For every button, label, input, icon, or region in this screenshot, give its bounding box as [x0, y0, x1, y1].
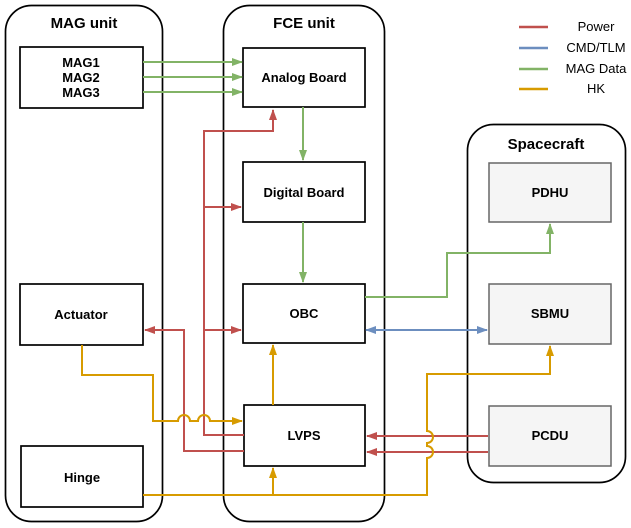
legend-power-label: Power: [578, 19, 616, 34]
mag1-label: MAG1: [62, 55, 100, 70]
mag-unit-title: MAG unit: [51, 15, 118, 32]
pdhu-label: PDHU: [532, 185, 569, 200]
mag3-label: MAG3: [62, 85, 100, 100]
legend-cmdtlm-label: CMD/TLM: [566, 40, 625, 55]
legend: Power CMD/TLM MAG Data HK: [519, 19, 627, 96]
pdhu-box: [488, 162, 612, 223]
sbmu-box: [488, 283, 612, 345]
hinge-box: [20, 445, 144, 508]
edge-lvps-to-analog-power: [203, 109, 277, 436]
analog-board-label: Analog Board: [261, 70, 346, 85]
obc-box: [242, 283, 366, 344]
sbmu-label: SBMU: [531, 306, 569, 321]
fce-unit-title: FCE unit: [273, 15, 335, 32]
hinge-label: Hinge: [64, 470, 100, 485]
edge-obc-to-pdhu: [365, 223, 554, 298]
mag-unit-container: [4, 4, 164, 523]
legend-magdata-label: MAG Data: [566, 61, 627, 76]
actuator-label: Actuator: [54, 307, 107, 322]
digital-board-label: Digital Board: [264, 185, 345, 200]
pcdu-box: [488, 405, 612, 467]
edge-actuator-to-lvps-hk: [81, 345, 243, 425]
edge-hinge-to-sbmu-hk: [143, 345, 554, 496]
mag2-label: MAG2: [62, 70, 100, 85]
legend-hk-label: HK: [587, 81, 605, 96]
spacecraft-title: Spacecraft: [508, 136, 585, 153]
pcdu-label: PCDU: [532, 428, 569, 443]
obc-label: OBC: [290, 306, 320, 321]
lvps-box: [243, 404, 366, 467]
lvps-label: LVPS: [288, 428, 321, 443]
edge-lvps-to-actuator-power: [144, 326, 244, 452]
